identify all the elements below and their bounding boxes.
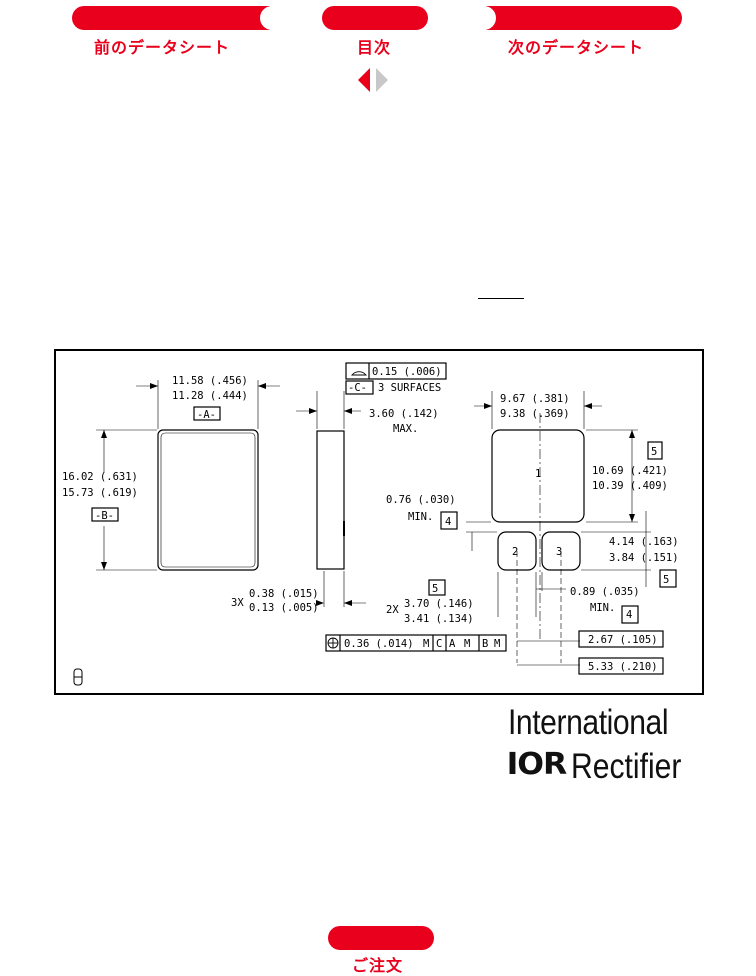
pad-number-3: 3 xyxy=(556,546,562,558)
position-tolerance-frame xyxy=(325,634,507,652)
logo-mark: IOR xyxy=(506,747,568,782)
dim-width-min: 11.28 (.444) xyxy=(172,390,248,402)
datum-c-label: -C- xyxy=(348,382,367,394)
position-tol-m1: M xyxy=(423,638,429,650)
prev-datasheet-link[interactable]: 前のデータシート xyxy=(94,38,231,57)
next-page-icon[interactable] xyxy=(376,68,388,92)
note-4-left: 4 xyxy=(445,516,451,528)
next-datasheet-link[interactable]: 次のデータシート xyxy=(508,38,645,57)
surfaces-note: 3 SURFACES xyxy=(378,382,441,394)
lead-count: 3X xyxy=(231,597,244,609)
note-5-right: 5 xyxy=(663,574,669,586)
dim-lead-max: 0.38 (.015) xyxy=(249,588,319,600)
min-label-right: MIN. xyxy=(590,602,615,614)
note-5-top: 5 xyxy=(651,446,657,458)
order-button[interactable] xyxy=(328,926,434,950)
toc-link[interactable]: 目次 xyxy=(357,38,392,57)
datum-b-label: -B- xyxy=(95,510,114,522)
dim-pad-height-max: 10.69 (.421) xyxy=(592,465,668,477)
dim-lead-min: 0.13 (.005) xyxy=(249,602,319,614)
logo-word: Rectifier xyxy=(570,747,682,786)
flatness-frame xyxy=(345,362,447,380)
dim-small-gap: 0.89 (.035) xyxy=(570,586,640,598)
company-logo-line1: International xyxy=(508,703,669,742)
dim-height-min: 15.73 (.619) xyxy=(62,487,138,499)
prev-datasheet-button[interactable] xyxy=(72,6,280,30)
dim-pad-width-min: 9.38 (.369) xyxy=(500,408,570,420)
position-tol-datum-a: A xyxy=(449,638,456,650)
position-tol-datum-c: C xyxy=(436,638,442,650)
position-tol-datum-b: B xyxy=(482,638,488,650)
page-marker: 8 xyxy=(90,680,91,682)
pad-number-2: 2 xyxy=(512,546,518,558)
dim-small-pad-width-max: 3.70 (.146) xyxy=(404,598,474,610)
dim-width-max: 11.58 (.456) xyxy=(172,375,248,387)
side-view-outline xyxy=(316,430,345,570)
datum-a-label: -A- xyxy=(197,409,216,421)
prev-page-icon[interactable] xyxy=(358,68,370,92)
note-4-right: 4 xyxy=(626,609,632,621)
flatness-value: 0.15 (.006) xyxy=(372,366,442,378)
pad-count: 2X xyxy=(386,604,399,616)
dim-small-pad-width-min: 3.41 (.134) xyxy=(404,613,474,625)
position-tol-value: 0.36 (.014) xyxy=(344,638,414,650)
position-tol-m3: M xyxy=(494,638,500,650)
position-tol-m2: M xyxy=(464,638,470,650)
dim-small-pad-height-max: 4.14 (.163) xyxy=(609,536,679,548)
dim-height-max: 16.02 (.631) xyxy=(62,471,138,483)
dim-pitch: 2.67 (.105) xyxy=(588,634,658,646)
next-datasheet-button[interactable] xyxy=(476,6,682,30)
max-label: MAX. xyxy=(393,423,418,435)
pad-number-1: 1 xyxy=(535,468,541,480)
dim-pad-width-max: 9.67 (.381) xyxy=(500,393,570,405)
dim-max-height: 3.60 (.142) xyxy=(369,408,439,420)
toc-button[interactable] xyxy=(322,6,428,30)
dim-gap: 0.76 (.030) xyxy=(386,494,456,506)
dim-pad-height-min: 10.39 (.409) xyxy=(592,480,668,492)
note-5-mid: 5 xyxy=(432,583,438,595)
package-drawing-svg: 11.58 (.456) 11.28 (.444) -A- 16.02 (.63… xyxy=(62,362,679,686)
divider xyxy=(478,298,524,299)
package-drawing: 11.58 (.456) 11.28 (.444) -A- 16.02 (.63… xyxy=(54,349,704,695)
top-view-outline xyxy=(157,429,259,571)
footprint-pad-1 xyxy=(491,429,585,523)
min-label-left: MIN. xyxy=(408,511,433,523)
page-pager xyxy=(358,68,388,92)
order-link[interactable]: ご注文 xyxy=(352,956,404,975)
dim-span: 5.33 (.210) xyxy=(588,661,658,673)
dim-small-pad-height-min: 3.84 (.151) xyxy=(609,552,679,564)
